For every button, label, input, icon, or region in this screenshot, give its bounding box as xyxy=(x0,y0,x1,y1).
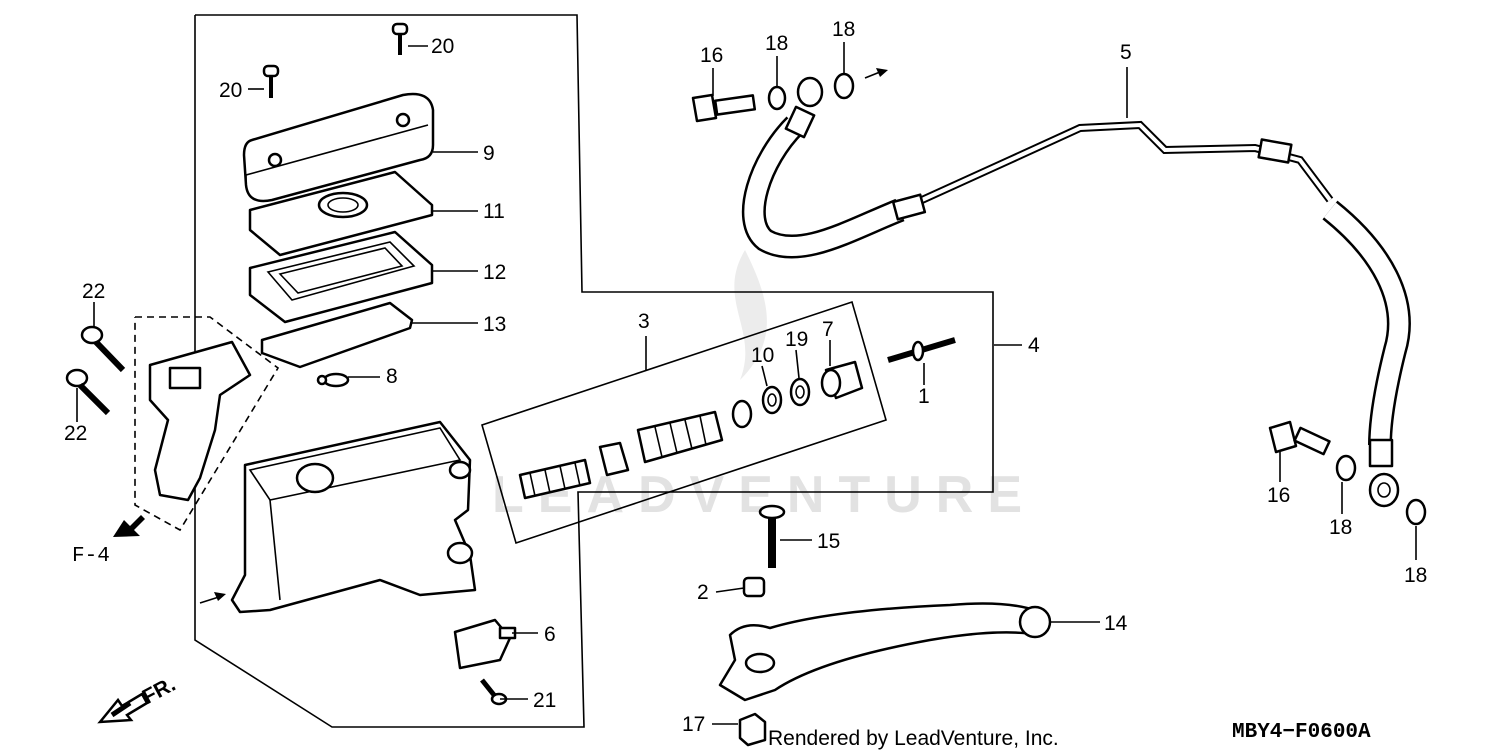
clamp-bracket xyxy=(148,340,252,502)
part-6-clutch-switch xyxy=(453,618,517,670)
part-12-diaphragm xyxy=(248,230,434,324)
master-cylinder-body xyxy=(230,420,477,614)
part-14-clutch-lever xyxy=(718,602,1052,702)
callout-13: 13 xyxy=(483,313,506,336)
part-16-banjo-bolt-bottom xyxy=(1268,420,1331,456)
diagram-code: MBY4−F0600A xyxy=(1232,721,1371,744)
callout-22-top: 22 xyxy=(82,280,105,303)
callout-15: 15 xyxy=(817,530,840,553)
callout-6: 6 xyxy=(544,623,556,646)
part-7-boot xyxy=(820,360,864,400)
part-2-collar xyxy=(742,576,766,598)
part-22-bolt-top xyxy=(80,325,126,373)
part-19-washer xyxy=(789,377,811,407)
callout-4: 4 xyxy=(1028,334,1040,357)
callout-20-left: 20 xyxy=(219,79,242,102)
part-13-gasket xyxy=(260,301,414,369)
watermark: LEADVENTURE xyxy=(492,250,1022,524)
callout-1: 1 xyxy=(918,385,930,408)
callout-2: 2 xyxy=(697,581,709,604)
part-3-cup xyxy=(598,441,630,477)
callout-10: 10 xyxy=(751,344,774,367)
part-3-piston xyxy=(636,410,724,464)
group-outline xyxy=(194,14,994,728)
callout-14: 14 xyxy=(1104,612,1128,635)
footer-credit: Rendered by LeadVenture, Inc. xyxy=(768,727,1059,750)
part-18-washer-a xyxy=(767,85,787,111)
callout-7: 7 xyxy=(822,318,834,341)
callout-16-top: 16 xyxy=(700,44,723,67)
part-3-spring xyxy=(518,458,592,500)
callout-8: 8 xyxy=(386,365,398,388)
callout-20-top: 20 xyxy=(431,35,454,58)
arrow-to-body xyxy=(214,592,226,601)
callout-3: 3 xyxy=(638,310,650,333)
part-5-clutch-hose xyxy=(741,76,1411,508)
callout-18-d: 18 xyxy=(1404,564,1427,587)
part-16-banjo-bolt-top xyxy=(691,93,757,123)
callout-21: 21 xyxy=(533,689,556,712)
callout-19: 19 xyxy=(785,328,808,351)
part-18-washer-b xyxy=(833,72,855,100)
callout-18-c: 18 xyxy=(1329,516,1352,539)
callout-22-bottom: 22 xyxy=(64,422,87,445)
part-10-washer xyxy=(761,385,783,415)
callout-17: 17 xyxy=(682,713,705,736)
leader-lines xyxy=(76,42,1417,725)
piston-kit-box xyxy=(481,300,887,545)
part-21-screw xyxy=(480,678,508,706)
front-direction-arrow xyxy=(97,692,149,724)
callout-11: 11 xyxy=(483,200,505,223)
part-17-nut xyxy=(738,712,767,747)
part-9-reservoir-cap xyxy=(242,92,435,203)
callout-9: 9 xyxy=(483,142,495,165)
arrow-to-hose xyxy=(876,68,888,77)
part-20-screw-left xyxy=(262,64,280,98)
callout-18-a: 18 xyxy=(765,32,788,55)
callout-16-bottom: 16 xyxy=(1267,484,1290,507)
bracket-dashed-outline xyxy=(134,316,280,532)
part-8-clip xyxy=(316,372,350,388)
part-22-bolt-bottom xyxy=(65,368,111,416)
part-18-washer-d xyxy=(1405,498,1427,526)
part-1-push-rod xyxy=(887,337,956,363)
callout-12: 12 xyxy=(483,261,506,284)
part-11-diaphragm-plate xyxy=(248,170,434,257)
f4-reference-arrow xyxy=(113,515,145,537)
part-18-washer-c xyxy=(1335,454,1357,482)
callout-labels: 20 20 9 11 12 13 8 3 4 5 16 18 18 10 19 … xyxy=(64,18,1427,736)
callout-18-b: 18 xyxy=(832,18,855,41)
callout-5: 5 xyxy=(1120,41,1132,64)
reference-label-f4: F-4 xyxy=(72,545,110,568)
part-15-pivot-bolt xyxy=(758,504,786,568)
part-20-screw-top xyxy=(391,22,409,55)
part-3-seal xyxy=(731,399,753,429)
